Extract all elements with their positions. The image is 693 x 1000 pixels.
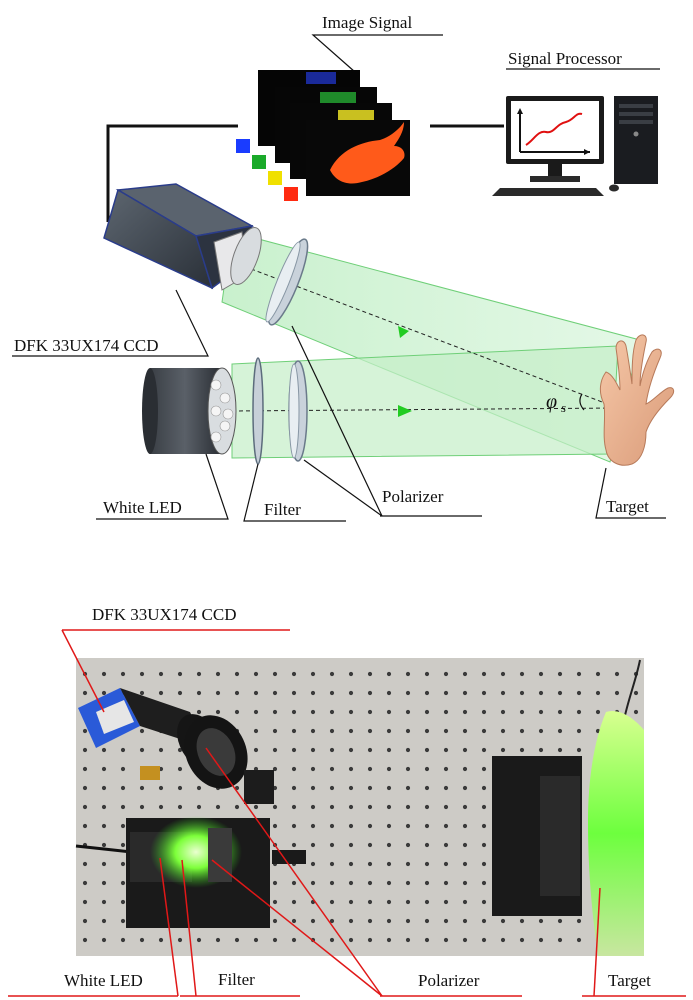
white-led: [142, 367, 237, 455]
top-diagram: Image Signal Signal Processor: [12, 13, 675, 522]
ccd-camera: [103, 183, 262, 291]
led-leader: [96, 453, 229, 520]
angle-subscript: s: [561, 400, 566, 415]
photo-led-label: White LED: [64, 971, 143, 990]
camera-leader: [12, 289, 209, 357]
filter-label: Filter: [264, 500, 301, 519]
swatch-green: [252, 155, 266, 169]
photo-camera-leader: [61, 629, 105, 713]
target-leader: [595, 467, 666, 519]
photo-polarizer-label: Polarizer: [418, 971, 480, 990]
camera-axis: [237, 263, 619, 409]
photo-camera-label: DFK 33UX174 CCD: [92, 605, 237, 624]
arrow-incident: [398, 405, 412, 417]
image-stack: [258, 70, 410, 196]
polarizer-label: Polarizer: [382, 487, 444, 506]
target-label: Target: [606, 497, 649, 516]
photo-target-leader: [593, 887, 601, 997]
arrow-reflected: [398, 326, 409, 338]
photo-polarizer-leader-1: [205, 747, 383, 997]
keyboard: [492, 188, 604, 196]
computer: [492, 96, 658, 196]
swatch-yellow: [268, 171, 282, 185]
photo-polarizer-leader-2: [211, 859, 383, 997]
angle-arc: [579, 393, 585, 411]
led-label: White LED: [103, 498, 182, 517]
polarizer-leader-1: [291, 325, 383, 517]
camera-to-image-line: [106, 124, 238, 222]
photo-target-label: Target: [608, 971, 651, 990]
photo-target-hand: [588, 710, 644, 956]
tower: [614, 96, 658, 184]
filter-disc: [252, 357, 264, 465]
target-hand: [599, 334, 675, 466]
polarizer-leader-2: [303, 459, 383, 517]
mouse: [609, 184, 619, 192]
image-signal-label: Image Signal: [322, 13, 412, 32]
photo-filter-leader: [181, 859, 197, 997]
hand-red-image: [330, 122, 405, 184]
photo-led-leader: [159, 857, 179, 997]
camera-label: DFK 33UX174 CCD: [14, 336, 159, 355]
signal-processor-label: Signal Processor: [508, 49, 622, 68]
swatch-red: [284, 187, 298, 201]
photo-filter-label: Filter: [218, 970, 255, 989]
image-signal-leader: [311, 34, 443, 73]
bottom-photo: DFK 33UX174 CCD White LED Filter Polariz…: [8, 605, 686, 997]
angle-symbol: φ: [546, 391, 557, 413]
filter-leader: [243, 463, 346, 522]
swatch-blue: [236, 139, 250, 153]
signal-curve: [525, 112, 583, 146]
